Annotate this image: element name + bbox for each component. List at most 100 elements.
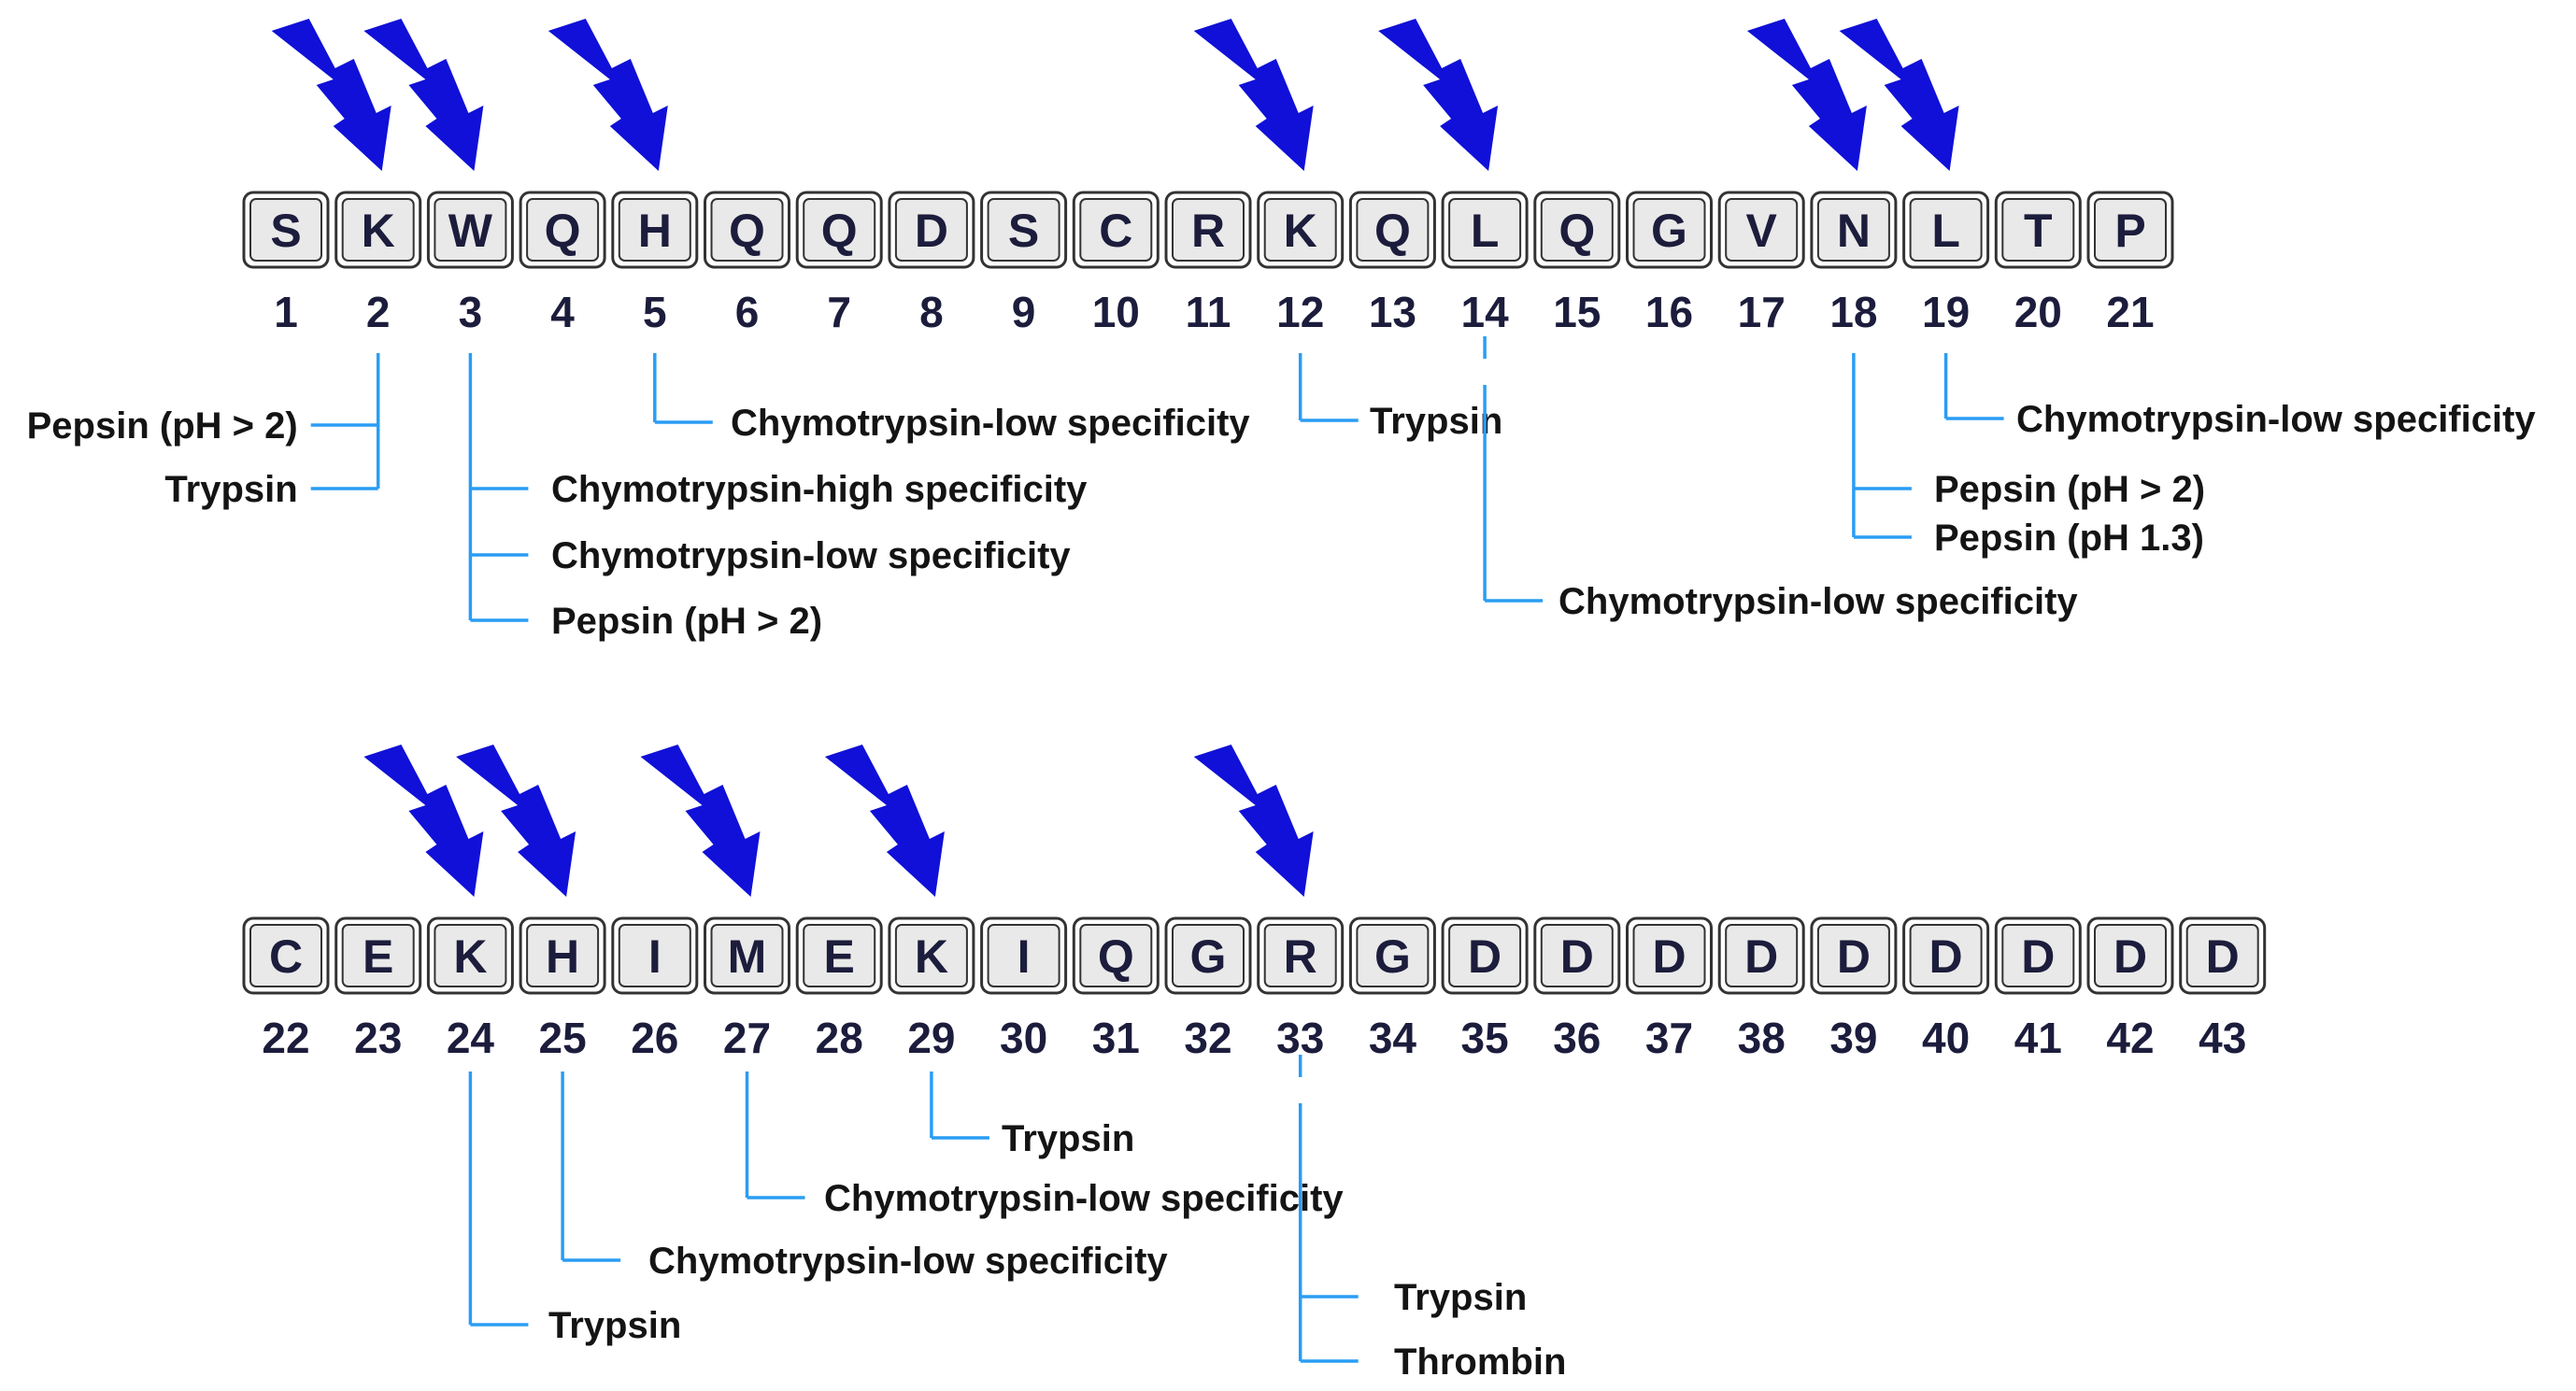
- cleavage-bolt-icon: [1746, 19, 1867, 171]
- cleavage-site: Trypsin: [930, 1072, 1134, 1159]
- residue-letter: I: [648, 930, 662, 983]
- enzyme-label: Chymotrypsin-low specificity: [731, 403, 1250, 444]
- enzyme-label: Chymotrypsin-low specificity: [551, 535, 1071, 576]
- residue-box: K: [888, 916, 975, 995]
- enzyme-label: Trypsin: [1394, 1277, 1527, 1318]
- residue-box: L: [1441, 191, 1529, 269]
- residue-box: D: [1533, 916, 1621, 995]
- cleavage-site: Chymotrypsin-low specificity: [1943, 353, 2536, 440]
- position-number: 9: [1012, 288, 1036, 336]
- residue-letter: H: [638, 205, 672, 257]
- residue-box-inner: [710, 924, 784, 987]
- cleavage-bolt-icon: [1193, 19, 1314, 171]
- cleavage-site: Chymotrypsin-low specificity: [653, 353, 1250, 444]
- residue-box: R: [1257, 916, 1345, 995]
- residue-box-inner: [249, 924, 322, 987]
- residue-letter: D: [1652, 930, 1686, 983]
- enzyme-label: Trypsin: [164, 469, 297, 510]
- residue-box: K: [426, 916, 514, 995]
- position-number: 2: [366, 288, 391, 336]
- enzyme-label: Chymotrypsin-low specificity: [2016, 399, 2536, 440]
- residue-box-inner: [1263, 198, 1337, 262]
- residue-box-inner: [434, 198, 507, 262]
- residue-box-inner: [2094, 924, 2167, 987]
- residue-box-inner: [1816, 198, 1890, 262]
- residue-letter: M: [728, 930, 767, 983]
- position-number: 34: [1369, 1014, 1417, 1062]
- enzyme-label: Thrombin: [1394, 1341, 1566, 1383]
- residue-box-inner: [987, 198, 1060, 262]
- residue-box-inner: [434, 924, 507, 987]
- residue-letter: K: [453, 930, 487, 983]
- residue-box: D: [2179, 916, 2267, 995]
- position-number: 5: [643, 288, 667, 336]
- position-number: 43: [2199, 1014, 2246, 1062]
- residue-box: R: [1164, 191, 1252, 269]
- residue-letter: Q: [1558, 205, 1595, 257]
- residue-box: D: [1902, 916, 1990, 995]
- residue-box-inner: [2001, 198, 2075, 262]
- residue-box: C: [242, 916, 330, 995]
- residue-box-inner: [618, 198, 691, 262]
- residue-box-inner: [894, 924, 968, 987]
- residue-box: W: [426, 191, 514, 269]
- position-number: 29: [907, 1014, 955, 1062]
- residue-box: G: [1164, 916, 1252, 995]
- residue-letter: E: [824, 930, 855, 983]
- enzyme-label: Chymotrypsin-high specificity: [551, 469, 1088, 510]
- residue-box: Q: [704, 191, 790, 269]
- position-number: 4: [550, 288, 575, 336]
- enzyme-label: Pepsin (pH > 2): [551, 601, 822, 642]
- cleavage-site: Pepsin (pH > 2)Trypsin: [27, 353, 380, 510]
- residue-box-inner: [1540, 924, 1614, 987]
- residue-letter: D: [915, 205, 948, 257]
- residue-letter: S: [270, 205, 301, 257]
- residue-box: Q: [1533, 191, 1621, 269]
- residue-box-inner: [1632, 198, 1706, 262]
- residue-box-inner: [1448, 924, 1522, 987]
- residue-box: C: [1072, 191, 1160, 269]
- position-number: 19: [1922, 288, 1970, 336]
- cleavage-site: Trypsin: [1298, 353, 1502, 442]
- residue-letter: Q: [1098, 930, 1134, 983]
- position-number: 11: [1186, 288, 1231, 336]
- enzyme-label: Pepsin (pH 1.3): [1934, 518, 2204, 559]
- residue-box: D: [1994, 916, 2082, 995]
- position-number: 13: [1369, 288, 1416, 336]
- residue-box-inner: [1172, 198, 1245, 262]
- residue-letter: D: [2021, 930, 2055, 983]
- residue-box-inner: [987, 924, 1060, 987]
- residue-letter: V: [1746, 205, 1778, 257]
- residue-box: Q: [519, 191, 606, 269]
- position-number: 41: [2014, 1014, 2062, 1062]
- cleavage-site: Chymotrypsin-high specificityChymotrypsi…: [468, 353, 1088, 642]
- position-number: 26: [631, 1014, 678, 1062]
- residue-box-inner: [1725, 924, 1799, 987]
- residue-box-inner: [1909, 924, 1983, 987]
- residue-box-inner: [894, 198, 968, 262]
- residue-box: D: [1810, 916, 1898, 995]
- enzyme-label: Chymotrypsin-low specificity: [1558, 581, 2078, 622]
- position-number: 12: [1276, 288, 1324, 336]
- residue-box: V: [1717, 191, 1805, 269]
- position-number: 38: [1738, 1014, 1786, 1062]
- residue-letter: P: [2114, 205, 2145, 257]
- residue-box-inner: [526, 198, 600, 262]
- position-number: 14: [1461, 288, 1510, 336]
- position-number: 16: [1645, 288, 1693, 336]
- residue-box-inner: [1816, 924, 1890, 987]
- residue-box: N: [1810, 191, 1898, 269]
- enzyme-label: Trypsin: [1002, 1118, 1134, 1159]
- cleavage-bolt-icon: [548, 19, 668, 171]
- residue-letter: K: [915, 930, 948, 983]
- residue-box: K: [334, 191, 422, 269]
- enzyme-label: Chymotrypsin-low specificity: [648, 1241, 1168, 1282]
- cleavage-bolt-icon: [1839, 19, 1959, 171]
- residue-box: P: [2086, 191, 2174, 269]
- position-number: 1: [274, 288, 298, 336]
- residue-letter: K: [1284, 205, 1317, 257]
- residue-letter: D: [1929, 930, 1963, 983]
